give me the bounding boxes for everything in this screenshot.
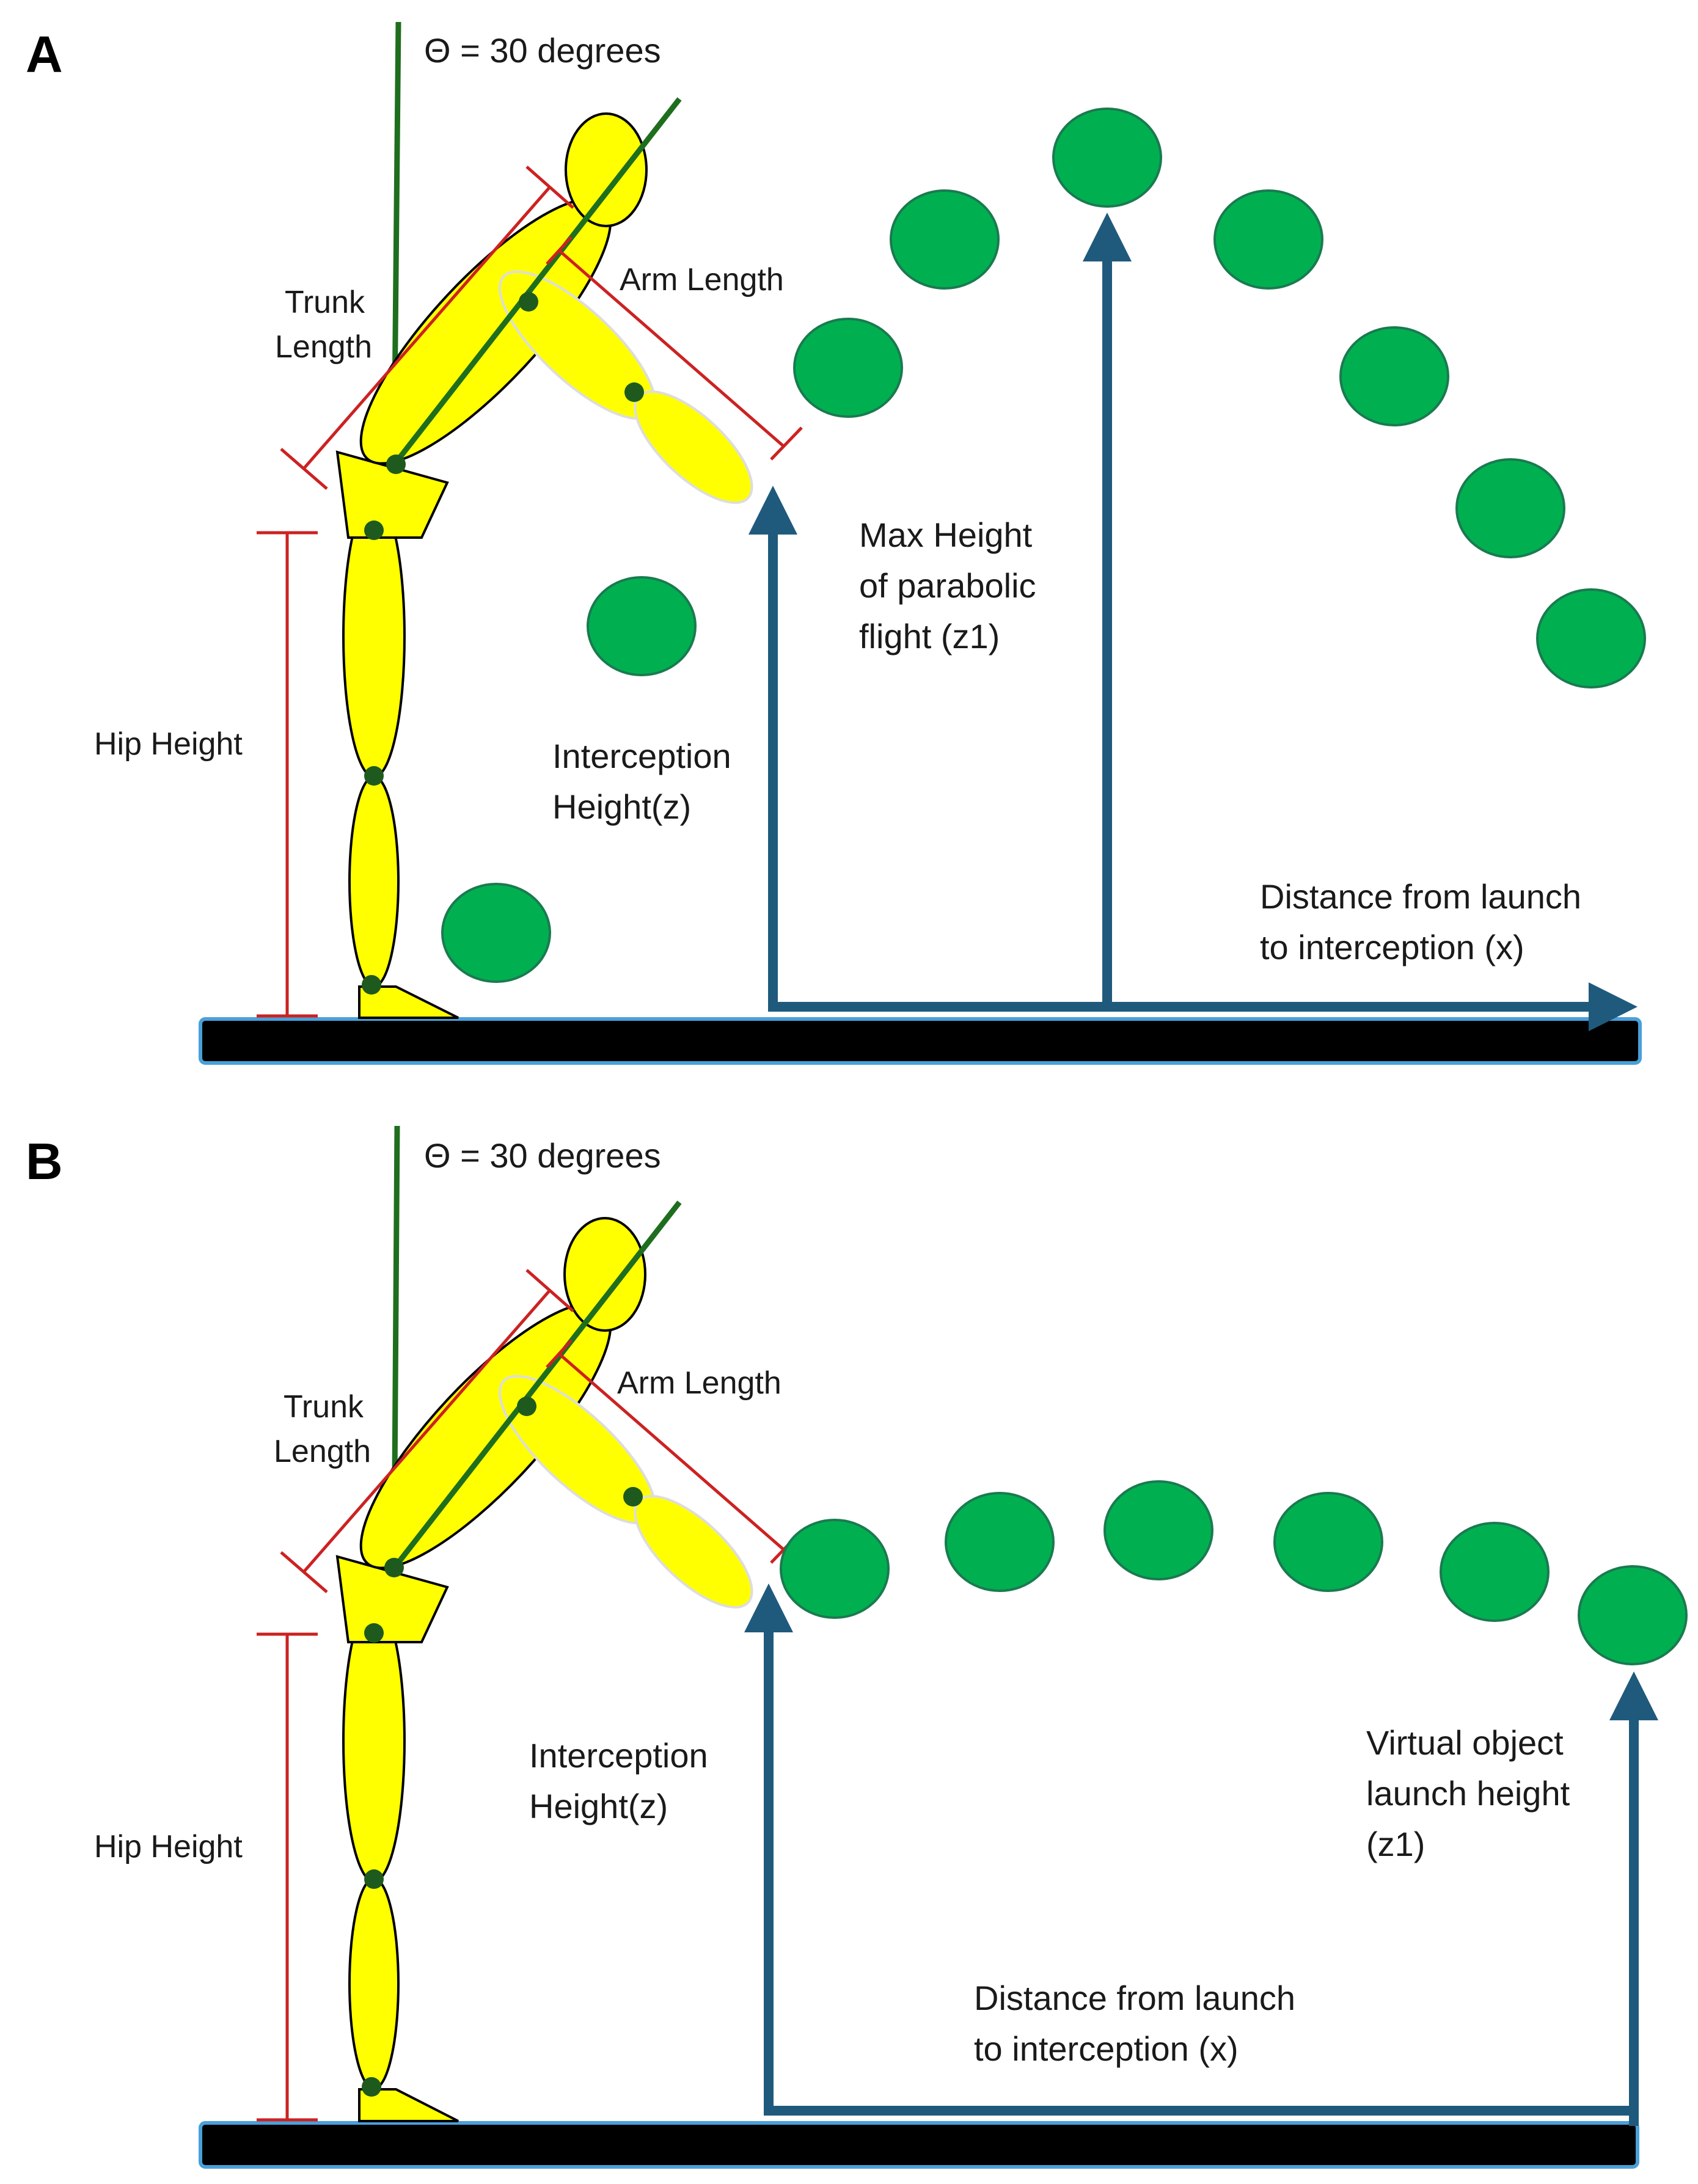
head <box>565 112 648 227</box>
joints <box>362 292 644 995</box>
ground-bar <box>199 1017 1642 1065</box>
hip-height-label: Hip Height <box>94 1829 243 1864</box>
knee-joint <box>364 1869 384 1889</box>
ball <box>1339 326 1449 426</box>
pelvis <box>335 1555 449 1643</box>
trunk-length-dimension <box>280 166 574 490</box>
ball-trajectory <box>441 108 1646 983</box>
ground-bar <box>199 2121 1639 2169</box>
interception-height-label-line2: Height(z) <box>552 787 691 826</box>
shoulder-joint <box>517 1397 536 1416</box>
pelvis-joint <box>384 1558 404 1577</box>
ball <box>793 318 903 418</box>
panel-b: B <box>26 1125 1688 2169</box>
trunk-length-label-line2: Length <box>274 1434 371 1469</box>
distance-label-line1: Distance from launch <box>974 1979 1295 2017</box>
distance-label-line2: to interception (x) <box>1260 928 1524 966</box>
hip-height-dimension <box>257 1632 318 2122</box>
ball <box>1455 458 1565 558</box>
ankle-joint <box>362 975 381 995</box>
max-height-label-line1: Max Height <box>859 516 1033 554</box>
trunk-length-label-line2: Length <box>275 329 372 365</box>
foot <box>358 985 459 1019</box>
launch-height-label-line2: launch height <box>1366 1774 1570 1813</box>
ball <box>1052 108 1162 208</box>
trunk-length-dimension <box>280 1269 574 1593</box>
panel-a-letter: A <box>26 26 63 83</box>
shoulder-joint <box>519 292 538 312</box>
interception-height-label-line1: Interception <box>552 737 731 775</box>
ball <box>587 576 697 676</box>
panel-b-letter: B <box>26 1133 63 1190</box>
arm-length-dimension <box>546 236 803 461</box>
interception-height-label-line2: Height(z) <box>529 1787 668 1825</box>
pelvis <box>335 450 449 539</box>
max-height-label-line2: of parabolic <box>859 566 1036 605</box>
ball <box>441 883 551 983</box>
ball <box>1578 1565 1688 1665</box>
hip-height-label: Hip Height <box>94 726 243 762</box>
trunk-length-label-line1: Trunk <box>285 285 365 320</box>
hip-joint <box>364 1623 384 1643</box>
ball <box>890 189 1000 290</box>
ankle-joint <box>362 2077 381 2097</box>
ball <box>1103 1480 1213 1580</box>
ball <box>780 1519 890 1619</box>
trunk-angle-line <box>391 1200 682 1571</box>
elbow-joint <box>624 382 644 402</box>
arm-length-label: Arm Length <box>620 262 784 298</box>
hip-height-dimension <box>257 531 318 1018</box>
arrows <box>748 213 1638 1031</box>
arrows <box>744 1583 1658 2126</box>
distance-label-line2: to interception (x) <box>974 2029 1239 2068</box>
max-height-label-line3: flight (z1) <box>859 617 1000 656</box>
launch-height-label-line3: (z1) <box>1366 1825 1425 1863</box>
theta-label: Θ = 30 degrees <box>424 1136 661 1175</box>
interception-height-label-line1: Interception <box>529 1736 708 1775</box>
hip-joint <box>364 520 384 540</box>
foot <box>358 2088 459 2122</box>
ball <box>945 1492 1055 1592</box>
distance-label-line1: Distance from launch <box>1260 877 1581 916</box>
panel-a: A <box>26 21 1646 1065</box>
ball <box>1536 588 1646 688</box>
ball-trajectory <box>780 1480 1688 1665</box>
ball <box>1273 1492 1383 1592</box>
lower-leg <box>348 775 400 988</box>
launch-height-label-line1: Virtual object <box>1366 1723 1564 1762</box>
theta-label: Θ = 30 degrees <box>424 31 661 70</box>
ball <box>1440 1522 1550 1622</box>
ball <box>1213 189 1323 290</box>
knee-joint <box>364 766 384 786</box>
elbow-joint <box>623 1487 643 1507</box>
arm-length-label: Arm Length <box>617 1365 781 1401</box>
trunk-angle-line <box>391 97 682 467</box>
pelvis-joint <box>386 455 406 474</box>
trunk-length-label-line1: Trunk <box>284 1389 364 1425</box>
joints <box>362 1397 643 2097</box>
head <box>563 1217 646 1332</box>
lower-leg <box>348 1877 400 2090</box>
